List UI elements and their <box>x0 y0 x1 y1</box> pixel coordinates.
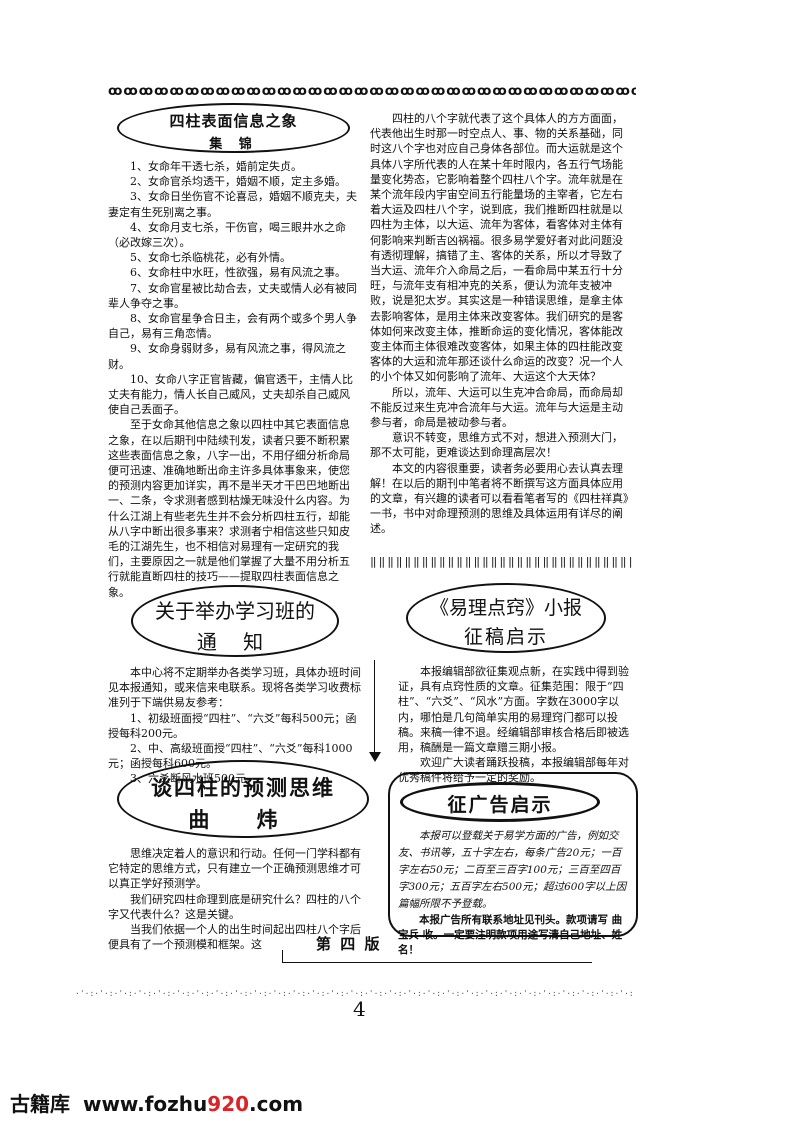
list-item: 5、女命七杀临桃花，必有外情。 <box>130 251 291 265</box>
notice-title-line1: 关于举办学习班的 <box>155 599 315 623</box>
footer-url[interactable]: www.fozhu920.com <box>83 1092 303 1116</box>
list-item: 6、女命柱中水旺，性欲强，易有风流之事。 <box>130 266 346 280</box>
column-divider <box>374 660 375 756</box>
middle-separator: ‖‖‖‖‖‖‖‖‖‖‖‖‖‖‖‖‖‖‖‖‖‖‖‖‖‖‖‖‖‖‖‖‖‖ <box>370 555 632 568</box>
paragraph: 所以，流年、大运可以生克冲合命局，而命局却不能反过来生克冲合流年与大运。流年与大… <box>370 385 623 430</box>
call-for-papers-text: 本报编辑部欲征集观点新，在实践中得到验证，具有点窍性质的文章。征集范围：限于“四… <box>398 665 629 755</box>
top-decorative-border: ꝏꝏꝏꝏꝏꝏꝏꝏꝏꝏꝏꝏꝏꝏꝏꝏꝏꝏꝏꝏꝏꝏꝏꝏꝏꝏꝏꝏꝏꝏꝏꝏꝏꝏꝏꝏꝏꝏꝏꝏ… <box>108 84 636 98</box>
ad-body: 本报可以登载关于易学方面的广告，例如交友、书讯等，五十字左右，每条广告20元；一… <box>398 828 630 958</box>
list-item: 1、女命年干透七杀，婚前定失贞。 <box>130 160 302 173</box>
footer-url-number: 920 <box>207 1092 250 1116</box>
paragraph: 四柱的八个字就代表了这个具体人的方方面面，代表他出生时那一时空点人、事、物的关系… <box>370 112 623 384</box>
footer-site-name: 古籍库 <box>10 1092 70 1116</box>
footer-watermark: 古籍库 www.fozhu920.com <box>10 1088 303 1117</box>
article2-body: 思维决定着人的意识和行动。任何一门学科都有它特定的思维方式，只有建立一个正确预测… <box>108 846 364 952</box>
footer-url-suffix: .com <box>249 1092 304 1116</box>
bottom-decorative-border: ·'·:·'·:·'·:·'·:·'·:·'·:·'·:·'·:·'·:·'·:… <box>75 989 635 998</box>
list-item: 3、女命日坐伤官不论喜忌，婚姻不顺克夫，夫妻定有生死别离之事。 <box>108 190 357 219</box>
notice-intro: 本中心将不定期举办各类学习班，具体办班时间见本报通知，或来信来电联系。现将各类学… <box>108 666 361 710</box>
notice-title-oval: 关于举办学习班的 通 知 <box>131 585 339 657</box>
list-item: 8、女命官星争合日主，会有两个或多个男人争自己，易有三角恋情。 <box>108 312 357 341</box>
list-item: 2、女命官杀均透干，婚姻不顺，定主多婚。 <box>130 175 346 189</box>
ad-note: 本报广告所有联系地址见刊头。款项请写 曲宝兵 收。一定要注明款项用途写清自己地址… <box>398 914 623 956</box>
paragraph: 我们研究四柱命理到底是研究什么？四柱的八个字又代表什么？这是关键。 <box>108 892 361 921</box>
call-for-papers-title-line2: 征稿启示 <box>463 626 548 648</box>
footer-url-prefix: www.fozhu <box>82 1092 208 1116</box>
paragraph: 当我们依据一个人的出生时间起出四柱八个字后便具有了一个预测模和框架。这 <box>108 923 361 952</box>
edition-label: 第 四 版 <box>316 935 382 953</box>
article2-title: 谈四柱的预测思维 <box>151 775 335 800</box>
paragraph: 本文的内容很重要，读者务必要用心去认真去理解！在以后的期刊中笔者将不断撰写这方面… <box>370 461 629 536</box>
ad-text: 本报可以登载关于易学方面的广告，例如交友、书讯等，五十字左右，每条广告20元；一… <box>398 830 627 910</box>
list-item: 7、女命官星被比劫合去，丈夫或情人必有被同辈人争夺之事。 <box>108 281 357 310</box>
notice-title-line2: 通 知 <box>196 630 274 654</box>
call-for-papers-oval: 《易理点窍》小报 征稿启示 <box>406 583 606 653</box>
ad-title-oval: 征广告启示 <box>400 782 600 822</box>
article1-title: 四柱表面信息之象 <box>169 112 298 130</box>
list-item: 10、女命八字正官皆藏，偏官透干，主情人比丈夫有能力，情人长自己威风，丈夫却杀自… <box>108 372 353 417</box>
list-item: 9、女命身弱财多，易有风流之事，得风流之财。 <box>108 342 346 371</box>
list-item: 4、女命月支七杀，干伤官，喝三眼井水之命（必改嫁三次）。 <box>108 220 346 250</box>
paragraph: 意识不转变，思维方式不对，想进入预测大门，那不太可能，更难谈达到命理高层次！ <box>370 431 623 460</box>
call-for-papers-title-line1: 《易理点窍》小报 <box>429 597 582 619</box>
arrow-down-icon <box>369 752 381 762</box>
article1-body: 1、女命年干透七杀，婚前定失贞。 2、女命官杀均透干，婚姻不顺，定主多婚。 3、… <box>108 159 358 600</box>
article1-title-oval: 四柱表面信息之象 集 锦 <box>117 103 350 153</box>
ad-title: 征广告启示 <box>447 794 553 816</box>
article2-author: 曲 炜 <box>188 807 298 832</box>
article1-author: 集 锦 <box>209 137 258 152</box>
list-item: 1、初级班面授“四柱”、“六爻”每科500元；函授每科200元。 <box>108 711 357 740</box>
call-for-papers-body: 本报编辑部欲征集观点新，在实践中得到验证，具有点窍性质的文章。征集范围：限于“四… <box>398 664 634 786</box>
page-number: 4 <box>353 997 366 1021</box>
edition-rule <box>282 950 283 962</box>
right-article-body: 四柱的八个字就代表了这个具体人的方方面面，代表他出生时那一时空点人、事、物的关系… <box>370 111 632 537</box>
paragraph: 思维决定着人的意识和行动。任何一门学科都有它特定的思维方式，只有建立一个正确预测… <box>108 847 361 891</box>
article2-title-oval: 谈四柱的预测思维 曲 炜 <box>117 760 369 838</box>
edition-rule-horizontal <box>282 962 592 963</box>
ad-box <box>388 772 638 937</box>
article1-closing: 至于女命其他信息之象以四柱中其它表面信息之象，在以后期刊中陆续刊发，读者只要不断… <box>108 418 350 599</box>
